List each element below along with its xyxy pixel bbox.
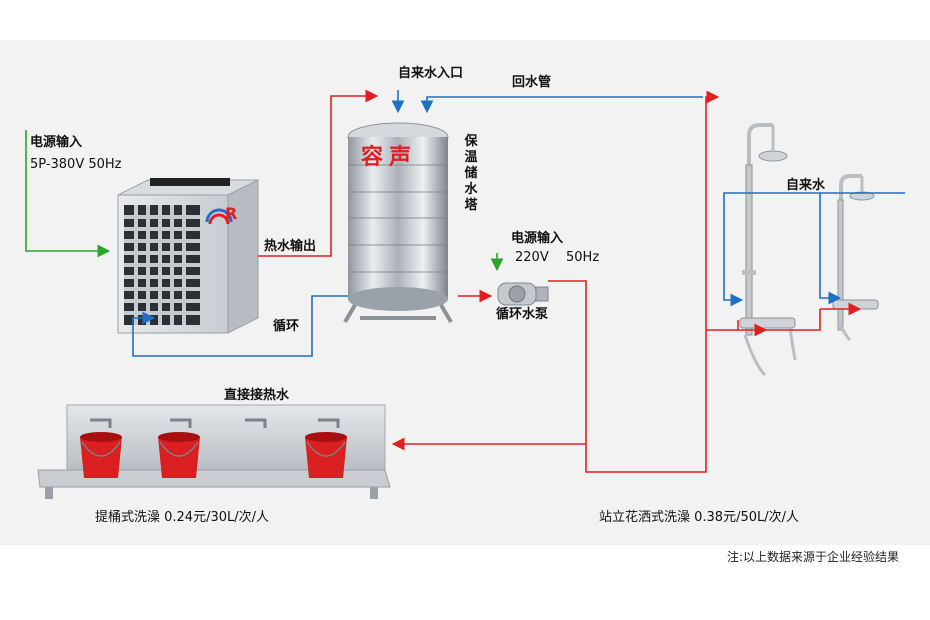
pump-frequency-label: 50Hz (566, 250, 600, 265)
bucket-2 (158, 432, 200, 478)
tank-brand-text: 容声 (361, 145, 418, 170)
pump-power-input-label: 电源输入 (511, 231, 564, 246)
tap-water-label: 自来水 (786, 178, 826, 193)
fan-grille (124, 205, 200, 325)
hot-water-output-label: 热水输出 (264, 239, 317, 254)
tank-name-label: 保温储水塔 (464, 134, 478, 213)
bucket-bath-cost-label: 提桶式洗澡 0.24元/30L/次/人 (95, 510, 270, 525)
return-pipe-label: 回水管 (512, 75, 552, 90)
bucket-1 (80, 432, 122, 478)
tap-water-inlet-label: 自来水入口 (398, 66, 464, 81)
footnote: 注:以上数据来源于企业经验结果 (727, 550, 900, 564)
heat-pump-unit (117, 178, 259, 334)
pump-name-label: 循环水泵 (496, 307, 549, 322)
bucket-3 (305, 432, 347, 478)
tap-water-shower-pipe (723, 192, 905, 307)
power-line-main (25, 130, 111, 258)
brand-logo (205, 208, 233, 225)
shower-bath-cost-label: 站立花洒式洗澡 0.38元/50L/次/人 (599, 510, 800, 525)
heat-pump-logo-text: R (225, 204, 238, 223)
pump-voltage-label: 220V (515, 250, 549, 265)
power-input-label: 电源输入 (30, 135, 83, 150)
storage-tank (343, 122, 453, 324)
shower-unit-2 (832, 174, 879, 342)
hot-supply-pipe (391, 90, 862, 473)
circulation-pump (497, 282, 549, 306)
hot-water-outlet-pipe (258, 89, 379, 257)
shower-unit-1 (739, 123, 797, 377)
circulation-return-pipe (132, 295, 348, 357)
return-pipe (420, 96, 703, 114)
direct-hot-water-label: 直接接热水 (224, 388, 290, 403)
power-spec-label: 5P-380V 50Hz (30, 157, 122, 172)
circulation-label: 循环 (273, 319, 300, 334)
